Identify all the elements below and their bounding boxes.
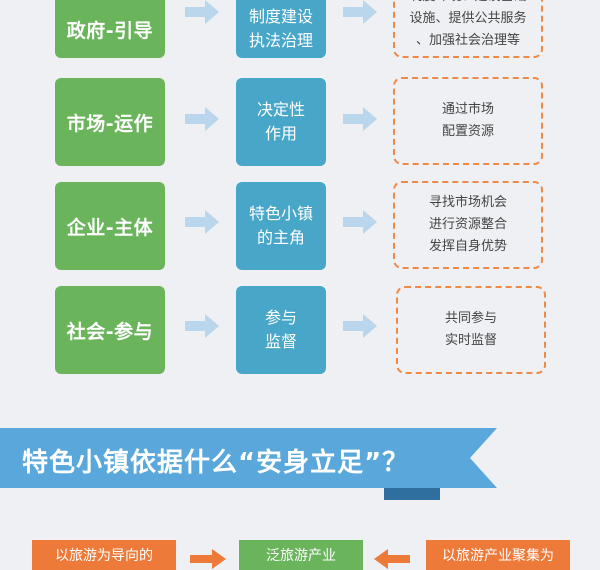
function-box-market: 决定性 作用 xyxy=(236,78,326,166)
function-label: 决定性 作用 xyxy=(256,100,305,143)
detail-box-enterprise: 寻找市场机会 进行资源整合 发挥自身优势 xyxy=(393,181,543,269)
function-box-society: 参与 监督 xyxy=(236,286,326,374)
arrow-right-icon xyxy=(343,107,377,131)
arrow-right-icon xyxy=(190,549,226,569)
role-label: 企业-主体 xyxy=(66,216,154,239)
detail-box-market: 通过市场 配置资源 xyxy=(393,77,543,165)
banner-ribbon xyxy=(0,428,497,500)
role-label: 社会-参与 xyxy=(66,320,154,343)
arrow-left-icon xyxy=(374,549,410,569)
banner-title: 特色小镇依据什么“安身立足”？ xyxy=(22,448,410,478)
detail-box-society: 共同参与 实时监督 xyxy=(396,286,546,374)
bottom-center-box: 泛旅游产业 xyxy=(239,540,363,570)
role-box-market: 市场-运作 xyxy=(55,78,165,166)
bottom-left-label: 以旅游为导向的 xyxy=(55,548,153,564)
role-box-government: 政府-引导 xyxy=(55,0,165,58)
bottom-right-box: 以旅游产业聚集为 xyxy=(426,540,570,570)
detail-text: 寻找市场机会 进行资源整合 发挥自身优势 xyxy=(428,195,507,254)
arrow-right-icon xyxy=(185,314,219,338)
bottom-center-label: 泛旅游产业 xyxy=(266,548,336,564)
function-box-enterprise: 特色小镇 的主角 xyxy=(236,182,326,270)
role-box-society: 社会-参与 xyxy=(55,286,165,374)
function-label: 制度建设 执法治理 xyxy=(248,7,313,50)
detail-text: 通过市场 配置资源 xyxy=(441,102,494,139)
role-label: 市场-运作 xyxy=(66,112,154,135)
bottom-right-label: 以旅游产业聚集为 xyxy=(442,548,554,564)
function-label: 特色小镇 的主角 xyxy=(248,204,313,247)
detail-text: 制度环境、建设基础 设施、提供公共服务 、加强社会治理等 xyxy=(409,0,527,48)
role-box-enterprise: 企业-主体 xyxy=(55,182,165,270)
arrow-right-icon xyxy=(343,314,377,338)
detail-box-government: 制度环境、建设基础 设施、提供公共服务 、加强社会治理等 xyxy=(393,0,543,58)
detail-text: 共同参与 实时监督 xyxy=(444,311,497,348)
arrow-right-icon xyxy=(185,0,219,24)
role-label: 政府-引导 xyxy=(66,19,154,42)
arrow-right-icon xyxy=(185,107,219,131)
function-label: 参与 监督 xyxy=(264,308,297,351)
bottom-left-box: 以旅游为导向的 xyxy=(32,540,176,570)
arrow-right-icon xyxy=(343,0,377,24)
arrow-right-icon xyxy=(185,210,219,234)
arrow-right-icon xyxy=(343,210,377,234)
function-box-government: 制度建设 执法治理 xyxy=(236,0,326,58)
